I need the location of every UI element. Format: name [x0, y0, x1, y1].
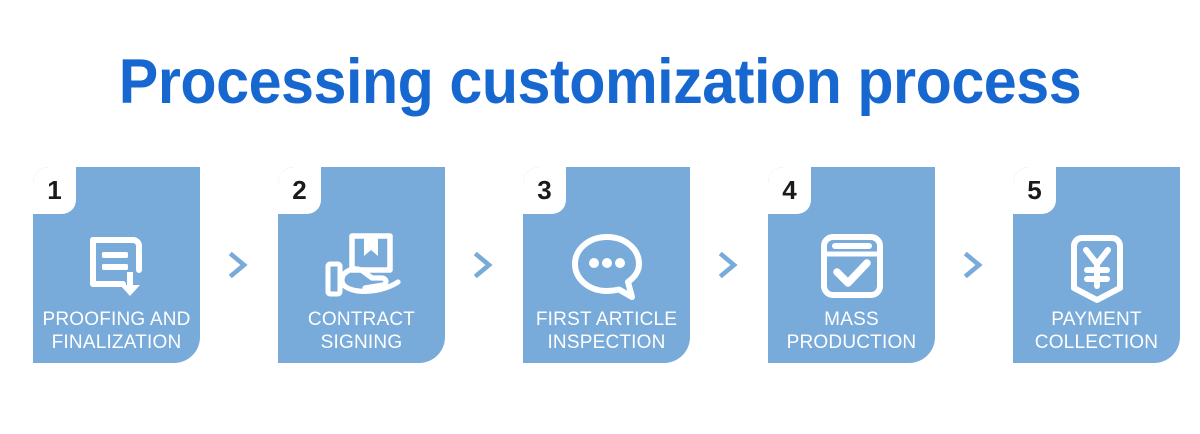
step-number-badge: 2 [278, 167, 321, 214]
hand-holding-package-icon [278, 219, 445, 314]
step-number: 1 [47, 174, 62, 205]
step-label: CONTRACT SIGNING [307, 309, 416, 353]
step-number-badge: 1 [33, 167, 76, 214]
chevron-right-icon [690, 167, 768, 363]
step-label: PAYMENT COLLECTION [1034, 309, 1159, 353]
step-number: 2 [292, 174, 307, 205]
step-number: 4 [782, 174, 797, 205]
process-step-1[interactable]: 1 PROOFING AND FINALIZATION [33, 167, 200, 363]
chevron-right-icon [935, 167, 1013, 363]
process-step-4[interactable]: 4 MASS PRODUCTION [768, 167, 935, 363]
step-number-badge: 3 [523, 167, 566, 214]
chevron-right-icon [445, 167, 523, 363]
process-step-2[interactable]: 2 CONTRACT SIGNING [278, 167, 445, 363]
calendar-check-icon [768, 219, 935, 314]
step-number-badge: 4 [768, 167, 811, 214]
page-title: Processing customization process [118, 47, 1082, 117]
step-number: 3 [537, 174, 552, 205]
chevron-right-icon [200, 167, 278, 363]
step-number: 5 [1027, 174, 1042, 205]
step-label: PROOFING AND FINALIZATION [42, 309, 191, 353]
yen-banner-icon [1013, 219, 1180, 314]
process-flow: 1 PROOFING AND FINALIZATION 2 [33, 167, 1180, 367]
step-label: MASS PRODUCTION [786, 309, 917, 353]
chat-bubble-dots-icon [523, 219, 690, 314]
step-label: FIRST ARTICLE INSPECTION [535, 309, 678, 353]
process-step-3[interactable]: 3 FIRST ARTICLE INSPECTION [523, 167, 690, 363]
step-number-badge: 5 [1013, 167, 1056, 214]
process-step-5[interactable]: 5 PAYMENT COLLECTION [1013, 167, 1180, 363]
document-download-icon [33, 219, 200, 314]
